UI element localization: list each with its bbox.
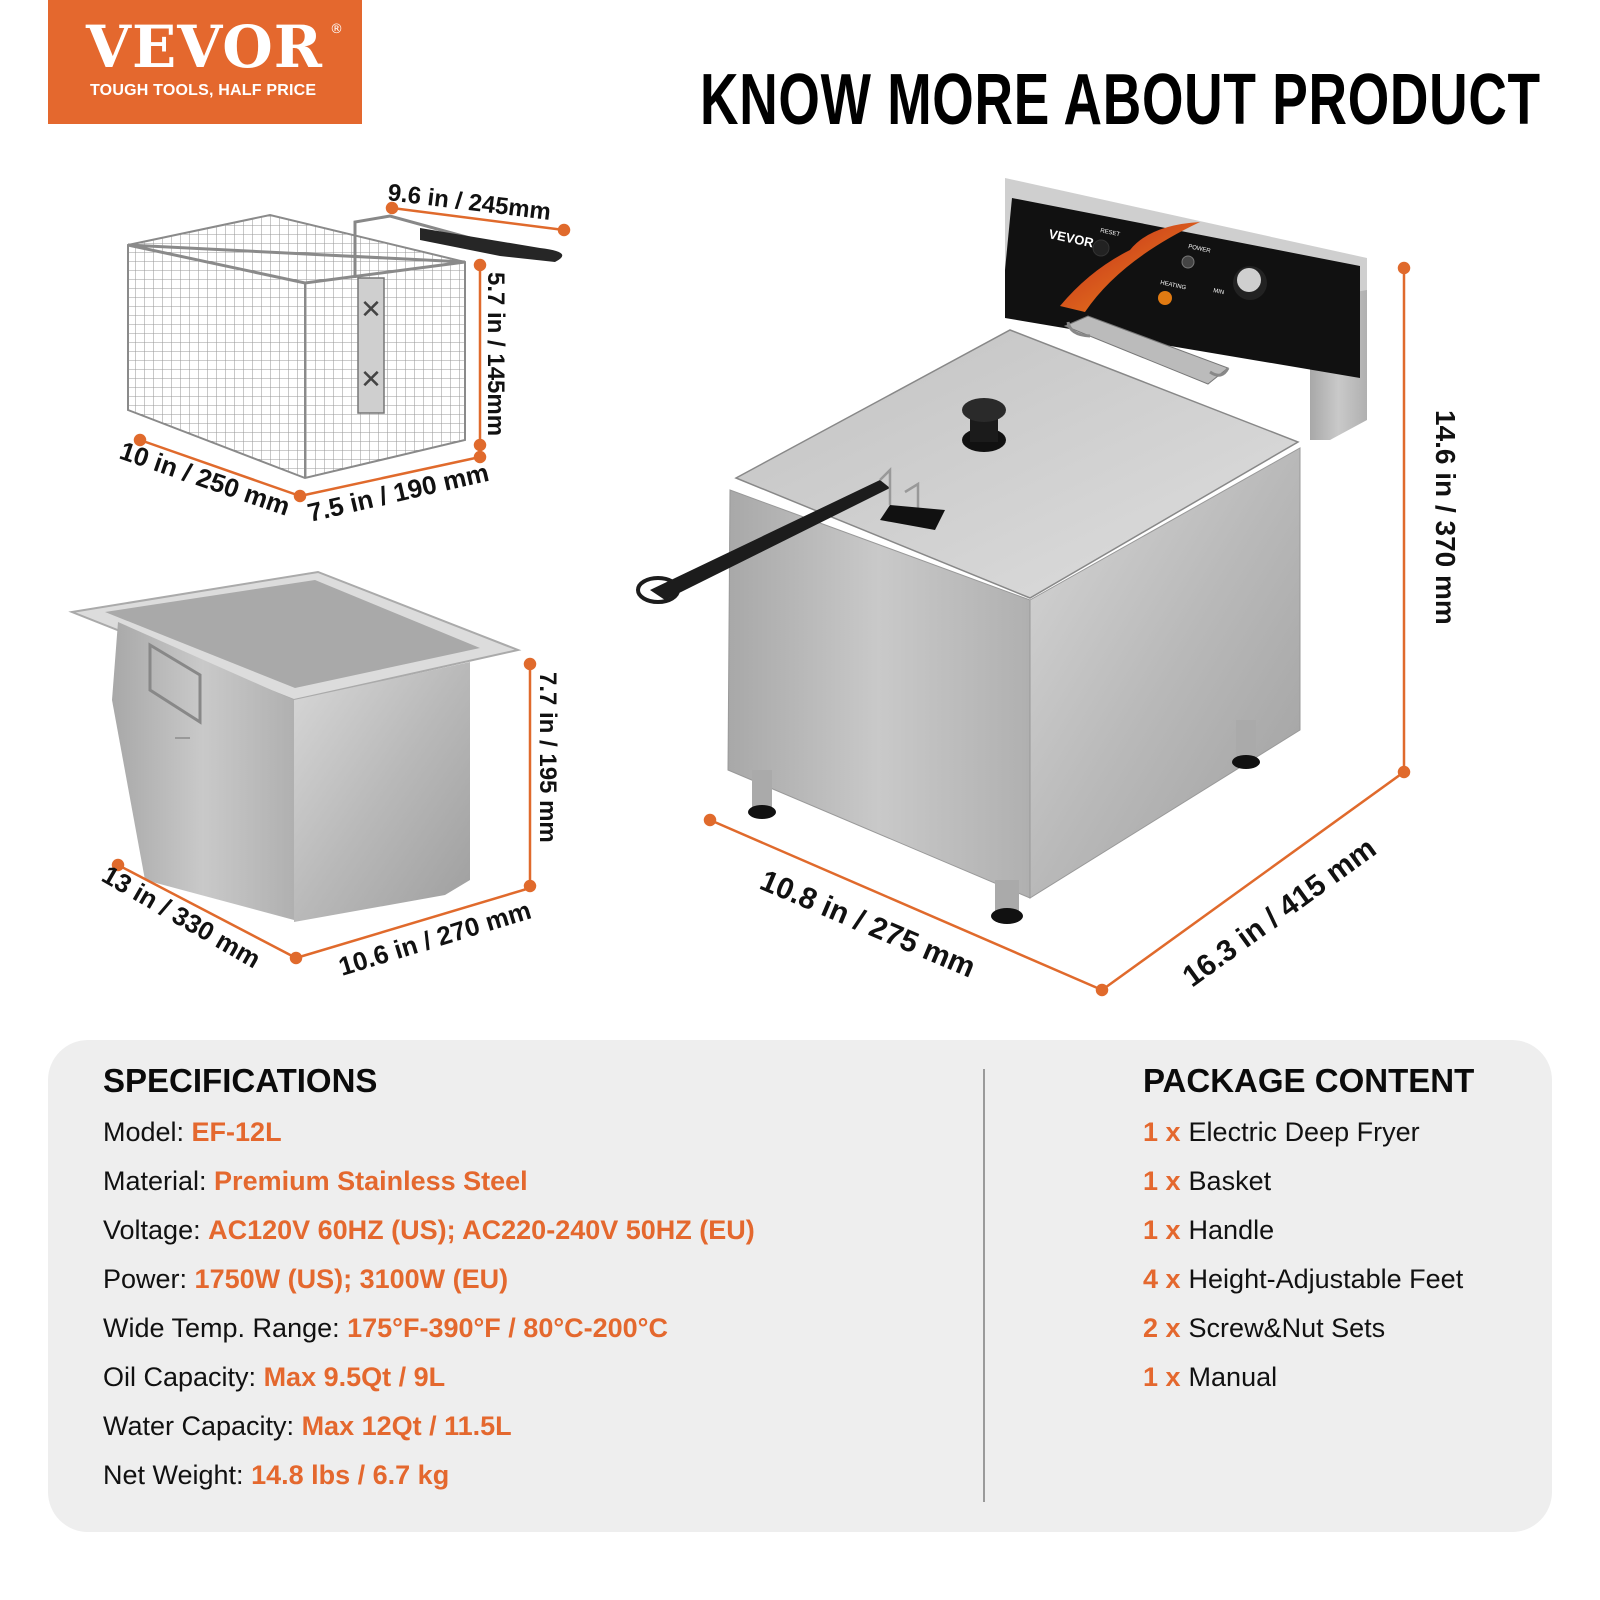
spec-value: Max 12Qt / 11.5L bbox=[301, 1411, 512, 1441]
fryer-width: 10.8 in / 275 mm bbox=[755, 864, 980, 984]
spec-panel bbox=[48, 1040, 1552, 1532]
spec-label: Wide Temp. Range: bbox=[103, 1313, 348, 1343]
spec-value: 14.8 lbs / 6.7 kg bbox=[251, 1460, 450, 1490]
spec-row-material: Material: Premium Stainless Steel bbox=[103, 1166, 528, 1197]
spec-value: Premium Stainless Steel bbox=[214, 1166, 528, 1196]
spec-label: Water Capacity: bbox=[103, 1411, 302, 1441]
item-name: Electric Deep Fryer bbox=[1188, 1117, 1420, 1147]
panel-divider bbox=[983, 1069, 985, 1502]
specifications-title: SPECIFICATIONS bbox=[103, 1062, 378, 1099]
item-qty: 1 x bbox=[1143, 1215, 1181, 1245]
page-title: KNOW MORE ABOUT PRODUCT bbox=[700, 60, 1541, 140]
spec-row-temp-range: Wide Temp. Range: 175°F-390°F / 80°C-200… bbox=[103, 1313, 668, 1344]
spec-row-voltage: Voltage: AC120V 60HZ (US); AC220-240V 50… bbox=[103, 1215, 755, 1246]
brand-tagline: TOUGH TOOLS, HALF PRICE bbox=[90, 82, 317, 99]
item-name: Screw&Nut Sets bbox=[1188, 1313, 1386, 1343]
oil-tank-image bbox=[68, 570, 522, 922]
vevor-logo: VEVOR ® TOUGH TOOLS, HALF PRICE bbox=[48, 0, 362, 124]
power-label: POWER bbox=[1188, 244, 1212, 255]
spec-value: AC120V 60HZ (US); AC220-240V 50HZ (EU) bbox=[208, 1215, 755, 1245]
spec-value: Max 9.5Qt / 9L bbox=[263, 1362, 446, 1392]
spec-label: Oil Capacity: bbox=[103, 1362, 264, 1392]
item-name: Basket bbox=[1188, 1166, 1272, 1196]
spec-row-power: Power: 1750W (US); 3100W (EU) bbox=[103, 1264, 508, 1295]
spec-row-net-weight: Net Weight: 14.8 lbs / 6.7 kg bbox=[103, 1460, 449, 1491]
spec-row-oil-capacity: Oil Capacity: Max 9.5Qt / 9L bbox=[103, 1362, 445, 1393]
heating-label: HEATING bbox=[1160, 280, 1187, 291]
item-name: Manual bbox=[1188, 1362, 1278, 1392]
electric-fryer-image: VEVOR RESET POWER HEATING MIN bbox=[636, 178, 1367, 924]
spec-row-water-capacity: Water Capacity: Max 12Qt / 11.5L bbox=[103, 1411, 512, 1442]
spec-row-model: Model: EF-12L bbox=[103, 1117, 282, 1148]
svg-text:✕: ✕ bbox=[360, 294, 382, 324]
item-name: Handle bbox=[1188, 1215, 1275, 1245]
item-name: Height-Adjustable Feet bbox=[1188, 1264, 1464, 1294]
spec-label: Voltage: bbox=[103, 1215, 209, 1245]
spec-value: 1750W (US); 3100W (EU) bbox=[194, 1264, 509, 1294]
item-qty: 1 x bbox=[1143, 1166, 1181, 1196]
spec-label: Power: bbox=[103, 1264, 195, 1294]
spec-label: Material: bbox=[103, 1166, 215, 1196]
fryer-height: 14.6 in / 370 mm bbox=[1430, 410, 1461, 625]
min-label: MIN bbox=[1213, 288, 1225, 296]
spec-label: Model: bbox=[103, 1117, 192, 1147]
item-qty: 1 x bbox=[1143, 1362, 1181, 1392]
package-content-title: PACKAGE CONTENT bbox=[1143, 1062, 1475, 1099]
registered-mark: ® bbox=[330, 22, 343, 37]
product-dimension-illustration: ✕ ✕ 9.6 in / 245mm 5.7 in / 145mm 10 in … bbox=[68, 178, 1461, 997]
spec-label: Net Weight: bbox=[103, 1460, 252, 1490]
brand-name: VEVOR bbox=[86, 13, 323, 81]
tank-height: 7.7 in / 195 mm bbox=[534, 672, 561, 843]
reset-label: RESET bbox=[1100, 228, 1121, 238]
item-qty: 4 x bbox=[1143, 1264, 1181, 1294]
svg-text:✕: ✕ bbox=[360, 364, 382, 394]
item-qty: 2 x bbox=[1143, 1313, 1181, 1343]
fry-basket-image: ✕ ✕ bbox=[127, 213, 563, 480]
spec-value: 175°F-390°F / 80°C-200°C bbox=[347, 1313, 668, 1343]
basket-height: 5.7 in / 145mm bbox=[482, 272, 509, 436]
item-qty: 1 x bbox=[1143, 1117, 1181, 1147]
spec-value: EF-12L bbox=[191, 1117, 282, 1147]
